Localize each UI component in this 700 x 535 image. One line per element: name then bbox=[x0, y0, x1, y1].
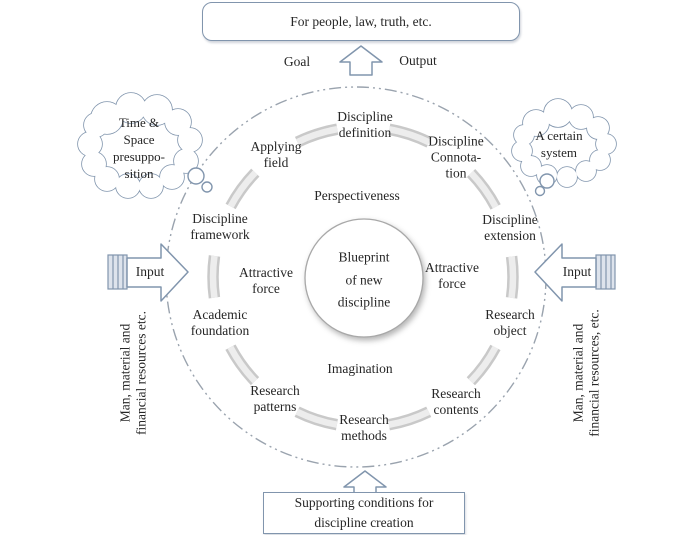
inner-label-perspectiveness: Perspectiveness bbox=[314, 187, 400, 203]
resources-note-right: Man, material and financial resources, e… bbox=[570, 309, 602, 437]
thought-cloud-left-icon bbox=[77, 92, 213, 199]
ring-label-research-patterns: Research patterns bbox=[250, 382, 300, 414]
center-circle bbox=[304, 218, 424, 338]
ring-label-discipline-connotation: Discipline Connota- tion bbox=[428, 133, 484, 182]
inner-label-attractive-force-left: Attractive force bbox=[239, 264, 293, 296]
segmented-ring bbox=[207, 121, 519, 433]
cloud-right-label: A certain system bbox=[535, 128, 583, 160]
up-arrow-bottom-icon bbox=[343, 470, 387, 495]
resources-note-left: Man, material and financial resources et… bbox=[117, 310, 149, 436]
supporting-conditions-label: Supporting conditions for discipline cre… bbox=[294, 495, 434, 530]
goal-box: For people, law, truth, etc. bbox=[202, 2, 520, 41]
ring-label-discipline-definition: Discipline definition bbox=[337, 108, 393, 140]
goal-box-label: For people, law, truth, etc. bbox=[290, 13, 432, 29]
cloud-left-label: Time & Space presuppo- sition bbox=[113, 115, 165, 181]
ring-label-discipline-extension: Discipline extension bbox=[482, 211, 538, 243]
center-circle-label: Blueprint of new discipline bbox=[337, 249, 391, 310]
ring-label-applying-field: Applying field bbox=[250, 138, 302, 170]
ring-label-discipline-framework: Discipline framework bbox=[190, 210, 250, 242]
ring-label-research-methods: Research methods bbox=[339, 411, 389, 443]
thought-cloud-right-icon bbox=[511, 98, 617, 197]
ring-label-research-object: Research object bbox=[485, 306, 535, 338]
ring-label-academic-foundation: Academic foundation bbox=[190, 306, 250, 338]
input-right-label: Input bbox=[562, 263, 592, 279]
up-arrow-icon bbox=[339, 45, 383, 76]
supporting-conditions-box: Supporting conditions for discipline cre… bbox=[263, 492, 465, 534]
input-left-label: Input bbox=[135, 263, 165, 279]
input-arrow-left-icon bbox=[107, 243, 189, 302]
input-arrow-right-icon bbox=[534, 243, 616, 302]
inner-label-attractive-force-right: Attractive force bbox=[425, 259, 479, 291]
ring-label-research-contents: Research contents bbox=[431, 385, 481, 417]
goal-label: Goal bbox=[283, 53, 311, 69]
output-label: Output bbox=[399, 52, 437, 68]
inner-label-imagination: Imagination bbox=[327, 360, 393, 376]
